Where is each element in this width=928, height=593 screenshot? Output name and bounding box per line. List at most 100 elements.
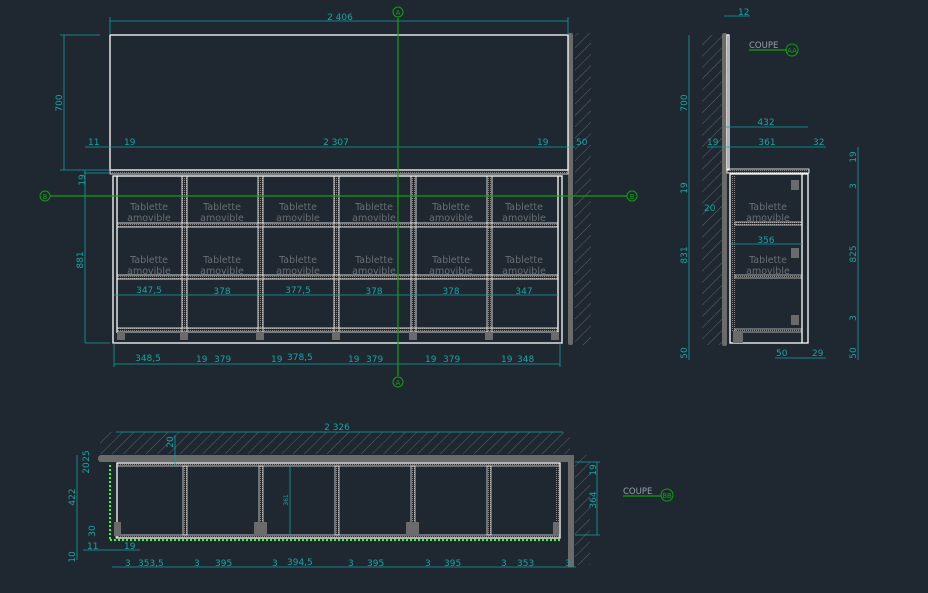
wall-panel — [568, 33, 573, 345]
dim: 361 — [283, 494, 290, 506]
section-aa-title: COUPE — [749, 41, 778, 51]
shelves — [116, 222, 559, 333]
shelf-label: Tablette — [202, 255, 241, 266]
shelf-label: Tablette — [354, 255, 393, 266]
shelf-label: Tablette — [431, 202, 470, 213]
dim: 50 — [680, 347, 690, 359]
dim: 825 — [849, 245, 859, 262]
shelf-labels: Tablette amovible Tablette amovible Tabl… — [127, 202, 546, 277]
section-marker-b-left: B — [43, 193, 48, 201]
shelf-label: amovible — [502, 213, 546, 224]
dim: 50 — [849, 347, 859, 359]
dim: 395 — [215, 559, 232, 569]
dim-left-side: 19 — [124, 138, 136, 148]
dim: 395 — [367, 559, 384, 569]
dim-inner-width: 2 307 — [323, 138, 349, 148]
dim-inner-bay: 377,5 — [285, 286, 311, 296]
dim-inner-bay: 378 — [213, 287, 230, 297]
section-line-a[interactable]: A A — [392, 6, 404, 388]
shelf-label: amovible — [276, 266, 320, 277]
foot-icon — [733, 331, 743, 343]
shelf-label: Tablette — [129, 255, 168, 266]
shelf-label: amovible — [200, 266, 244, 277]
dim-bay: 19 — [271, 355, 283, 365]
dim-bay: 19 — [501, 355, 513, 365]
dim: 353,5 — [138, 559, 164, 569]
dim: 29 — [812, 349, 824, 359]
front-elevation: Tablette amovible Tablette amovible Tabl… — [39, 6, 638, 388]
dim: 19 — [589, 464, 599, 476]
hinge-icon — [791, 315, 799, 325]
dim: 3 — [849, 183, 859, 189]
dim: 11 — [87, 542, 98, 552]
dim: 3 — [849, 315, 859, 321]
shelf-label: Tablette — [748, 202, 787, 213]
shelf-label: Tablette — [431, 255, 470, 266]
wall-hatch — [575, 33, 591, 345]
section-aa-dimensions: 12 700 432 19 361 32 19 19 20 356 831 3 … — [680, 8, 859, 360]
shelf-label: amovible — [276, 213, 320, 224]
dim: 364 — [589, 491, 599, 508]
shelf-label: amovible — [429, 266, 473, 277]
dim-bay: 19 — [196, 355, 208, 365]
dim: 20 — [82, 462, 92, 474]
section-marker-a-top: A — [396, 9, 401, 17]
section-marker-b-right: B — [630, 193, 635, 201]
dim: 19 — [849, 151, 859, 163]
shelf-label: amovible — [429, 213, 473, 224]
adjustable-feet — [117, 332, 559, 340]
dim-bay: 348 — [517, 355, 534, 365]
section-line-b[interactable]: B B — [39, 190, 638, 202]
shelf-label: Tablette — [504, 255, 543, 266]
shelf-label: Tablette — [354, 202, 393, 213]
cabinet-dividers — [116, 175, 559, 334]
dim-inner-bay: 378 — [442, 287, 459, 297]
dim: 432 — [757, 118, 774, 128]
dim: 25 — [82, 450, 92, 461]
dim-bay: 19 — [425, 355, 437, 365]
dim: 395 — [444, 559, 461, 569]
dim: 353 — [517, 559, 534, 569]
shelf-label: amovible — [127, 266, 171, 277]
section-bb: COUPE BB 2 326 20 422 20 25 19 364 361 3… — [68, 423, 674, 569]
dim: 19 — [680, 182, 690, 194]
dim: 10 — [68, 551, 78, 563]
section-marker-a-bottom: A — [396, 379, 401, 387]
dim: 50 — [776, 349, 788, 359]
section-bb-title: COUPE — [623, 487, 652, 497]
dim: 19 — [707, 138, 719, 148]
front-dimensions: 2 406 700 11 19 2 307 19 50 19 881 347,5… — [55, 13, 588, 367]
section-aa: Tablette amovible Tablette amovible COUP… — [680, 8, 859, 360]
hinge-icon — [791, 180, 799, 190]
dim-right-side: 19 — [537, 138, 549, 148]
hinge-icon — [254, 522, 267, 536]
dim: 394,5 — [287, 558, 313, 568]
dim: 361 — [758, 138, 775, 148]
dim-bay: 378,5 — [287, 353, 313, 363]
dim: 3 — [565, 559, 571, 569]
backsplash — [109, 34, 569, 171]
hinge-icon — [791, 248, 799, 258]
dim-inner-bay: 347 — [515, 287, 532, 297]
section-aa-marker: AA — [787, 47, 797, 55]
section-bb-dimensions: 2 326 20 422 20 25 19 364 361 30 11 19 1… — [68, 423, 600, 569]
dim-cabinet-height: 881 — [76, 251, 86, 268]
hinge-icon — [406, 522, 419, 536]
countertop — [109, 169, 569, 175]
shelf-label: Tablette — [748, 255, 787, 266]
shelf-label: amovible — [352, 213, 396, 224]
shelf-label: amovible — [200, 213, 244, 224]
shelf-label: amovible — [502, 266, 546, 277]
dim: 2 326 — [324, 423, 350, 433]
dim-bay: 379 — [443, 355, 460, 365]
shelf-label: Tablette — [202, 202, 241, 213]
dim: 20 — [166, 436, 176, 448]
dim: 3 — [425, 559, 431, 569]
shelf-label: Tablette — [278, 202, 317, 213]
shelf-label: Tablette — [504, 202, 543, 213]
dim-backsplash-height: 700 — [55, 94, 65, 111]
dim: 3 — [501, 559, 507, 569]
dim-bay: 19 — [348, 355, 360, 365]
hinge-icon — [114, 522, 121, 536]
